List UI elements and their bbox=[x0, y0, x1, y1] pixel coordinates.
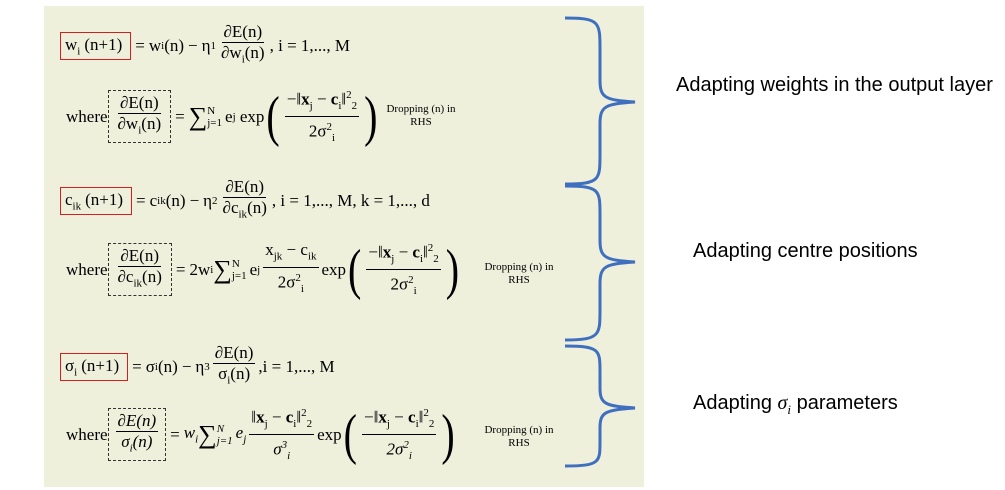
label-adapting-weights: Adapting weights in the output layer bbox=[676, 74, 993, 96]
label-sigma-prefix: Adapting bbox=[693, 392, 778, 414]
where-label-3: where bbox=[66, 424, 108, 444]
equation-panel bbox=[44, 6, 644, 487]
curly-braces bbox=[564, 16, 636, 468]
weight-gradient-lhs-box: ∂E(n)∂wi(n) bbox=[107, 89, 172, 144]
label-sigma-suffix: parameters bbox=[791, 392, 898, 414]
label-adapting-centres: Adapting centre positions bbox=[693, 240, 918, 262]
centre-update-lhs-box: cik(n+1) bbox=[60, 186, 133, 215]
where-label-2: where bbox=[66, 259, 108, 279]
sigma-update-lhs-box: σi(n+1) bbox=[60, 352, 129, 381]
label-sigma-sub: i bbox=[787, 402, 792, 417]
label-sigma-symbol: σ bbox=[777, 392, 788, 414]
label-adapting-sigma: Adapting σi parameters bbox=[693, 390, 898, 423]
eq3-range: ,i = 1,..., M bbox=[258, 356, 335, 376]
sigma-gradient-lhs-box: ∂E(n)σi(n) bbox=[107, 407, 167, 462]
centre-gradient-lhs-box: ∂E(n)∂cik(n) bbox=[107, 242, 172, 297]
eq2-range: , i = 1,..., M, k = 1,..., d bbox=[271, 190, 430, 210]
dropping-note-3: Dropping (n) in RHS bbox=[484, 424, 554, 449]
brace-3 bbox=[564, 344, 636, 468]
dropping-note-2: Dropping (n) in RHS bbox=[484, 261, 554, 286]
where-label-1: where bbox=[66, 106, 108, 126]
weight-update-lhs-box: wi(n+1) bbox=[60, 31, 132, 60]
brace-2 bbox=[564, 184, 636, 342]
dropping-note-1: Dropping (n) in RHS bbox=[386, 103, 456, 128]
brace-1 bbox=[564, 16, 636, 186]
eq1-range: , i = 1,..., M bbox=[269, 35, 351, 55]
